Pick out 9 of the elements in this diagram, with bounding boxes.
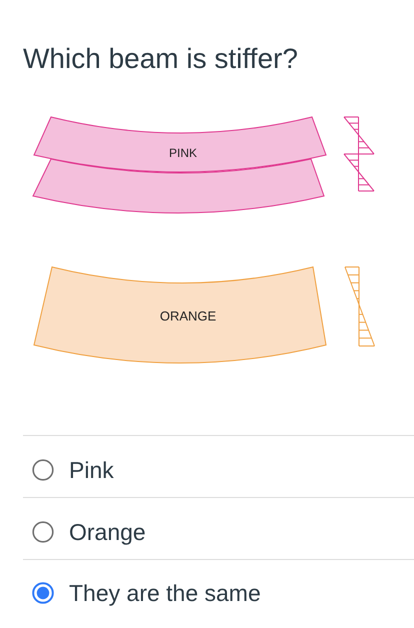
beam-segment — [32, 158, 325, 214]
beam — [33, 116, 327, 173]
beam-label: ORANGE — [160, 308, 216, 324]
question-title: Which beam is stiffer? — [23, 42, 298, 75]
answer-option: Orange — [69, 517, 146, 547]
beam-label: PINK — [169, 146, 197, 160]
answer-option: Pink — [69, 455, 114, 485]
answer-option: They are the same — [69, 578, 261, 608]
beam — [33, 266, 327, 364]
